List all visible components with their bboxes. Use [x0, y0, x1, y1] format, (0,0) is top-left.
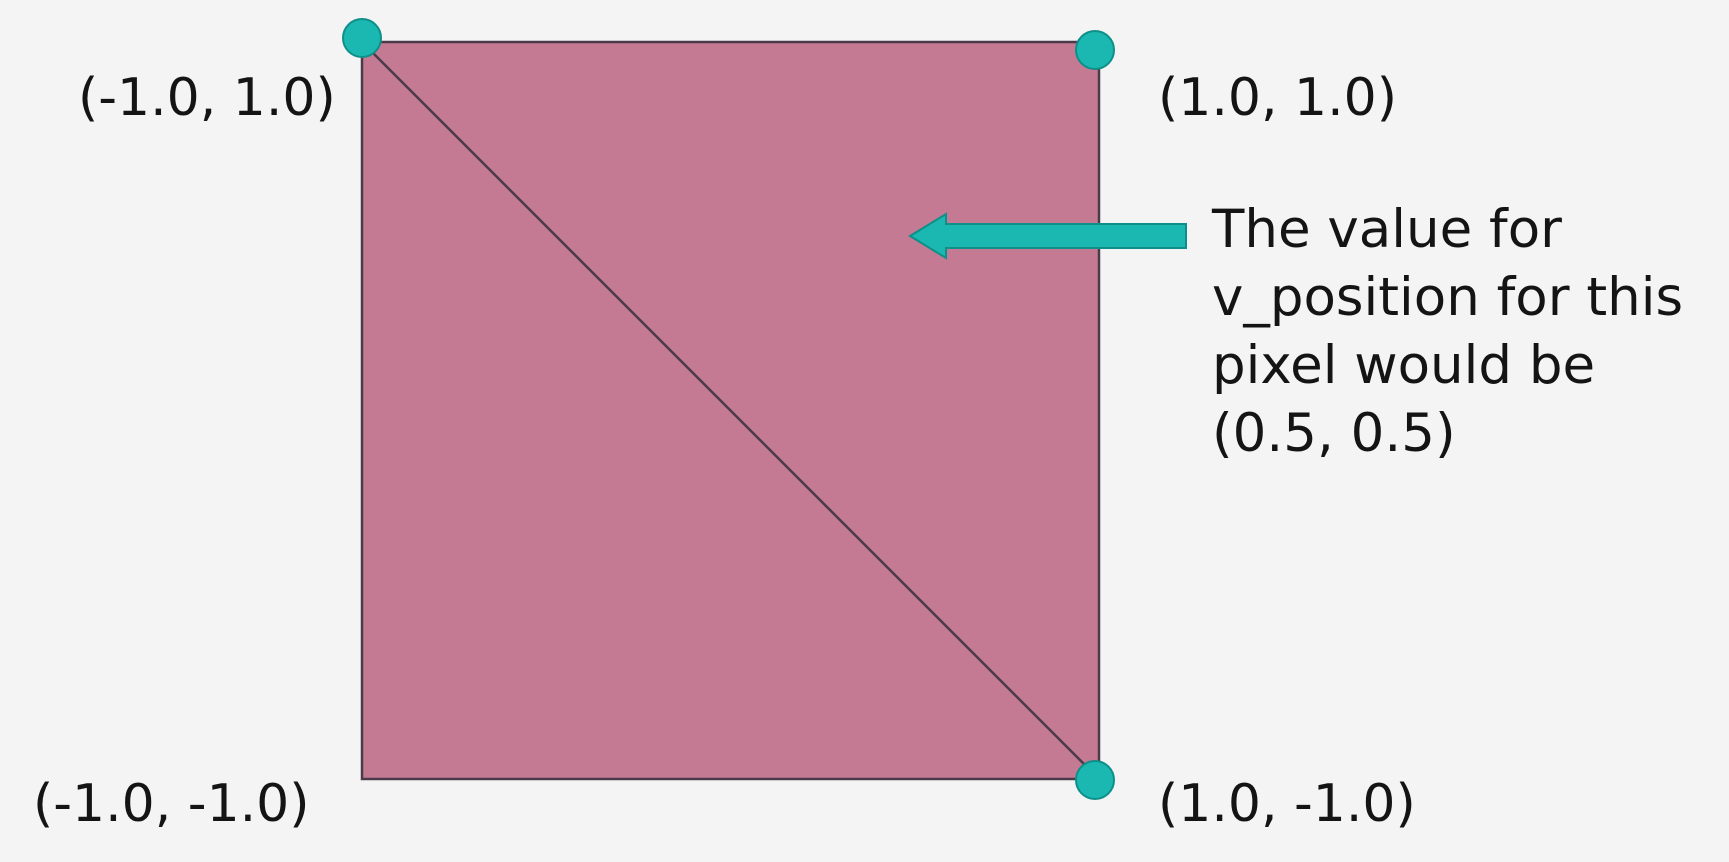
corner-label-bottom-right: (1.0, -1.0)	[1158, 774, 1416, 834]
vertex-marker-top-right	[1075, 30, 1115, 70]
annotation-text: The value for v_position for this pixel …	[1212, 196, 1683, 468]
corner-label-top-right: (1.0, 1.0)	[1158, 68, 1398, 128]
vertex-marker-top-left	[342, 18, 382, 58]
annotation-line: pixel would be	[1212, 335, 1596, 396]
annotation-line: v_position for this	[1212, 267, 1684, 328]
annotation-line: (0.5, 0.5)	[1212, 403, 1456, 464]
arrow-left-icon	[908, 212, 1187, 260]
corner-label-bottom-left: (-1.0, -1.0)	[33, 774, 310, 834]
annotation-line: The value for	[1212, 199, 1562, 260]
vertex-marker-bottom-right	[1075, 760, 1115, 800]
corner-label-top-left: (-1.0, 1.0)	[78, 68, 336, 128]
triangle-diagonal	[361, 41, 1100, 780]
